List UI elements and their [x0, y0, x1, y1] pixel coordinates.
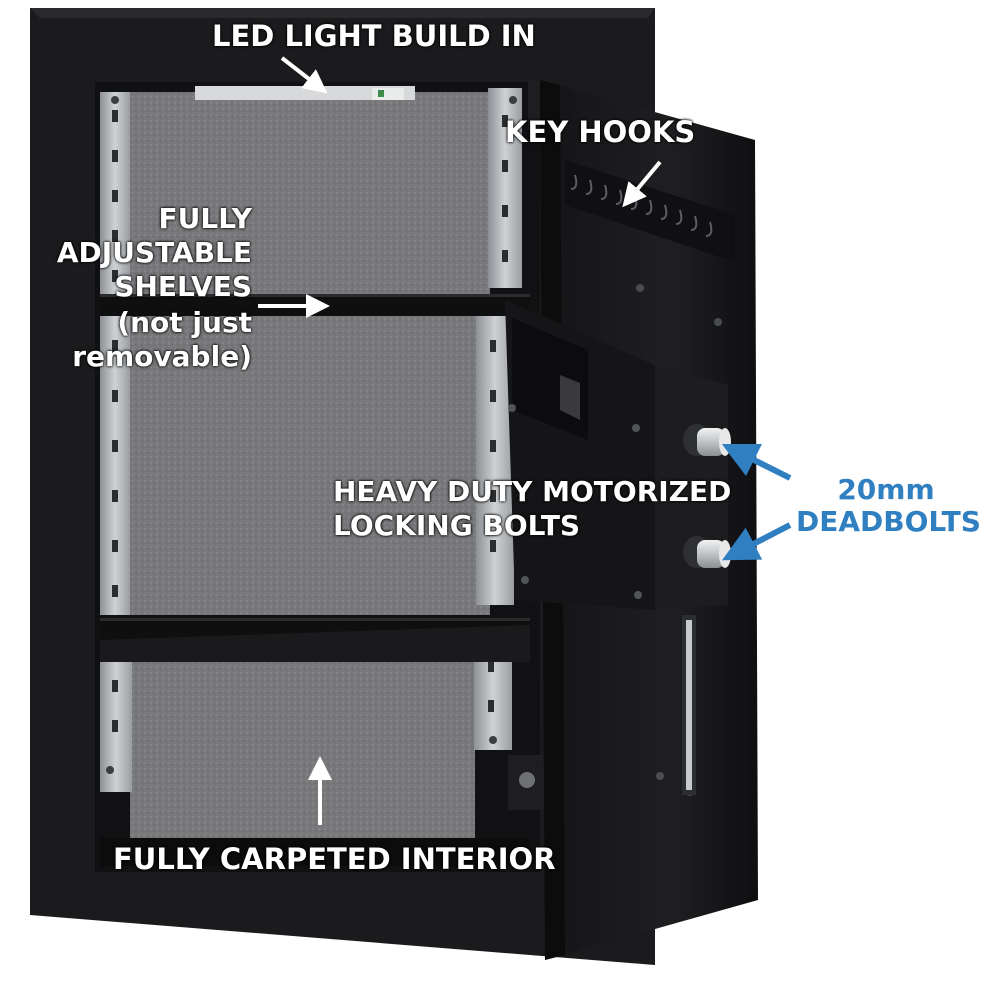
shelves-label-line-4: (not just [117, 306, 252, 339]
shelves-label-line-2: ADJUSTABLE [56, 236, 252, 269]
locking-bolts-label-line-1: HEAVY DUTY MOTORIZED [333, 475, 732, 508]
carpeted-interior-label: FULLY CARPETED INTERIOR [113, 842, 556, 876]
deadbolts-label-line-1: 20mm [837, 473, 935, 506]
deadbolt-upper [683, 424, 731, 456]
carpet-top [130, 92, 490, 297]
led-light-label: LED LIGHT BUILD IN [212, 19, 536, 53]
deadbolt-arrow-lower [722, 522, 792, 561]
shelves-label-line-3: SHELVES [114, 270, 252, 303]
shelves-label-line-1: FULLY [158, 202, 252, 235]
deadbolts-label-line-2: DEADBOLTS [796, 505, 981, 538]
key-hooks-arrow [622, 160, 662, 208]
key-hooks-label: KEY HOOKS [505, 115, 696, 149]
interior-floor-edge [100, 838, 530, 866]
locking-bolts-label-line-2: LOCKING BOLTS [333, 509, 581, 542]
led-arrow [280, 56, 328, 94]
left-rail-middle [100, 315, 130, 615]
carpet-bottom [130, 662, 475, 844]
carpet-middle [130, 315, 490, 615]
deadbolt-lower [683, 536, 731, 568]
deadbolt-arrow-upper [721, 443, 792, 481]
shelves-label-line-5: removable) [72, 340, 252, 373]
